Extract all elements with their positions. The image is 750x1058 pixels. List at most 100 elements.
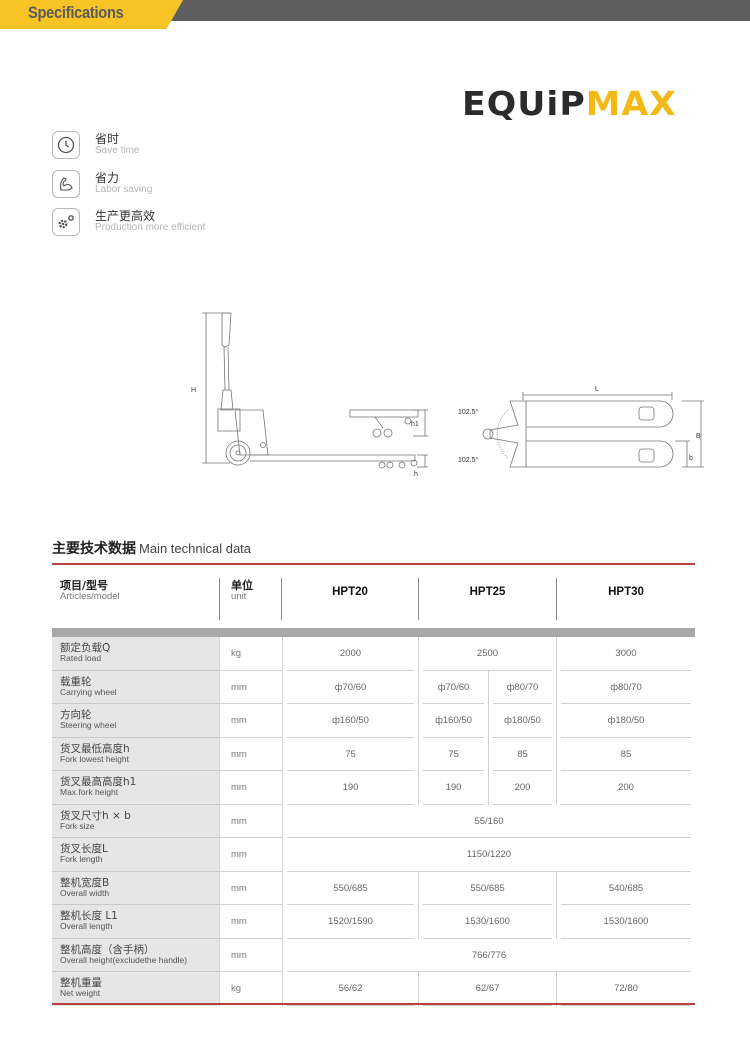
cell-border: [423, 1004, 552, 1006]
value-hpt25: 62/67: [418, 972, 556, 1006]
feature-labor-saving: 省力 Labor saving: [52, 170, 152, 198]
cell-value: 72/80: [614, 983, 638, 994]
cell-border: [287, 870, 691, 872]
cell-value: 550/685: [470, 882, 505, 894]
cell-value: 1520/1590: [328, 916, 373, 927]
header-model-hpt30: HPT30: [608, 586, 644, 598]
row-unit: mm: [219, 771, 282, 805]
cell-border: [423, 736, 484, 738]
cell-border: [287, 736, 414, 738]
row-unit: mm: [219, 905, 282, 939]
cell-border: [423, 803, 484, 805]
row-unit: mm: [219, 938, 282, 972]
row-label-en: Fork lowest height: [60, 753, 129, 764]
row-unit: kg: [219, 972, 282, 1006]
gears-icon: [52, 208, 80, 236]
value-all-models: 1150/1220: [282, 838, 695, 872]
value-hpt25-option-a: 75: [418, 737, 488, 771]
row-label-cn: 货叉尺寸h × b: [60, 809, 131, 822]
header-unit-en: unit: [231, 591, 247, 603]
row-label-cn: 整机高度（含手柄）: [60, 943, 155, 956]
table-header-bar: [52, 628, 695, 637]
value-hpt30: 3000: [556, 637, 695, 671]
cell-value: 1530/1600: [603, 916, 649, 927]
value-hpt25-option-b: ф80/70: [488, 670, 556, 704]
cell-value: 190: [342, 782, 359, 793]
cell-value: ф180/50: [607, 715, 645, 726]
cell-border: [561, 736, 691, 738]
cell-border: [287, 904, 414, 905]
cell-border: [287, 770, 414, 771]
header-label-en: Articles/model: [60, 591, 120, 603]
angle-label-bottom: 102.5°: [458, 456, 479, 464]
row-label-en: Fork length: [60, 854, 103, 865]
logo-text-equip: EQUiP: [462, 84, 586, 123]
table-header: 项目/型号 Articles/model 单位 unit HPT20 HPT25…: [52, 574, 695, 624]
dim-label-L: L: [595, 386, 599, 393]
feature-title: 省力: [95, 171, 120, 186]
divider-bottom: [52, 1003, 695, 1005]
cell-value: 75: [448, 748, 459, 760]
value-hpt20: ф160/50: [282, 704, 418, 738]
row-unit: mm: [219, 838, 282, 872]
cell-border: [561, 703, 691, 704]
flexed-arm-icon: [52, 170, 80, 198]
cell-border: [287, 837, 691, 838]
value-hpt25: 1530/1600: [418, 905, 556, 939]
feature-title: 生产更高效: [95, 209, 156, 224]
value-hpt25-option-a: 190: [418, 771, 488, 805]
dim-label-B: B: [696, 433, 701, 440]
row-unit: mm: [219, 871, 282, 905]
value-hpt25-option-a: ф160/50: [418, 704, 488, 738]
cell-border: [561, 669, 691, 671]
value-hpt30: 1530/1600: [556, 905, 695, 939]
cell-border: [287, 971, 691, 972]
row-label-cn: 载重轮: [60, 675, 92, 688]
row-label-cn: 整机宽度B: [60, 876, 110, 889]
cell-value: 85: [620, 748, 632, 760]
row-unit: mm: [219, 804, 282, 838]
header-label-cn: 项目/型号: [60, 579, 109, 592]
row-label-en: Fork size: [60, 820, 95, 831]
value-hpt20: 1520/1590: [282, 905, 418, 939]
cell-border: [287, 703, 414, 704]
value-hpt25: 550/685: [418, 871, 556, 905]
value-hpt20: 550/685: [282, 871, 418, 905]
cell-value: 75: [345, 748, 356, 760]
cell-border: [493, 770, 552, 771]
value-hpt30: 540/685: [556, 871, 695, 905]
header-unit-cn: 单位: [231, 579, 253, 592]
brand-logo: EQUiPMAX: [462, 84, 677, 123]
row-unit: mm: [219, 670, 282, 704]
feature-subtitle: Labor saving: [95, 184, 153, 196]
row-label-en: Overall width: [60, 887, 110, 898]
row-label-en: Overall height(excludethe handle): [60, 954, 188, 965]
cell-border: [561, 803, 691, 805]
header-model-hpt25: HPT25: [469, 586, 506, 598]
value-hpt30: 200: [556, 771, 695, 805]
value-hpt20: 56/62: [282, 972, 418, 1006]
cell-value: 55/160: [474, 815, 504, 827]
cell-value: ф80/70: [506, 681, 539, 693]
cell-value: 3000: [615, 648, 637, 659]
row-label-cn: 额定负载Q: [60, 642, 111, 654]
value-hpt20: ф70/60: [282, 670, 418, 704]
cell-border: [287, 803, 414, 805]
value-hpt20: 75: [282, 737, 418, 771]
feature-title: 省时: [95, 132, 120, 147]
page-header: Specifications: [0, 0, 750, 29]
value-hpt30: ф80/70: [556, 670, 695, 704]
cell-value: 85: [517, 748, 528, 760]
cell-value: 2000: [339, 648, 362, 659]
cell-value: ф160/50: [435, 715, 472, 726]
